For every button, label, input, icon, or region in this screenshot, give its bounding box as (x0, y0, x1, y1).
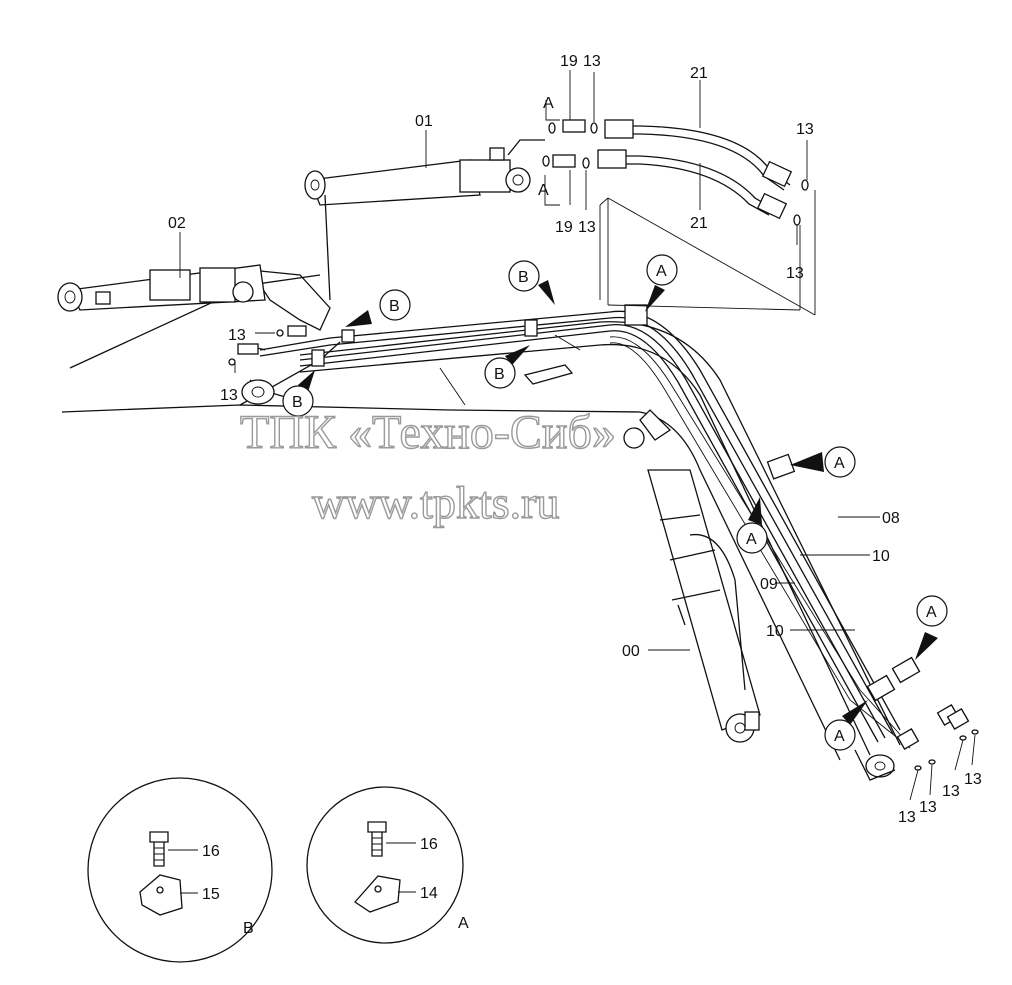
callout-b-2-text: B (518, 269, 529, 286)
callout-b-4-text: B (292, 394, 303, 411)
callout-a-4: A (915, 595, 948, 660)
label-01: 01 (415, 113, 433, 130)
clamp-b-2 (524, 319, 538, 337)
detail-b-label-16: 16 (202, 843, 220, 860)
oring-a-top (548, 122, 556, 134)
clamp-a-3 (891, 656, 921, 684)
arm-cylinder-00 (623, 409, 761, 743)
watermark-company: ТПК «Техно-Сиб» (240, 406, 616, 459)
fitting-left-1 (287, 325, 307, 337)
label-19-top: 19 (560, 53, 578, 70)
callout-a-3-text: A (746, 531, 757, 548)
label-13-bottom-4: 13 (964, 771, 982, 788)
label-09: 09 (760, 576, 778, 593)
callout-a-1-text: A (656, 263, 667, 280)
boom-body (61, 269, 901, 781)
label-08: 08 (882, 510, 900, 527)
detail-b-label-15: 15 (202, 886, 220, 903)
label-02: 02 (168, 215, 186, 232)
adapter-19-top (562, 119, 586, 133)
wedge-part (523, 364, 574, 385)
label-00: 00 (622, 643, 640, 660)
label-13-bottom-3: 13 (942, 783, 960, 800)
callout-a-1: A (645, 254, 678, 312)
fitting-bottom-3 (946, 708, 970, 730)
hoses-21 (542, 119, 816, 316)
label-13-bottom-1: 13 (898, 809, 916, 826)
clamp-a-4 (866, 674, 896, 702)
clamp-a-1 (624, 304, 648, 326)
callout-b-4: B (282, 370, 315, 417)
watermark-url: www.tpkts.ru (312, 477, 559, 528)
small-orings (228, 329, 979, 771)
callout-b-1: B (345, 289, 411, 327)
callout-a-3: A (736, 497, 768, 554)
detail-view-b: 16 15 B (87, 777, 273, 963)
clamp-b-3 (341, 329, 355, 343)
clamp-a-2 (766, 453, 796, 480)
label-13-right-1: 13 (796, 121, 814, 138)
cylinder-01 (304, 139, 545, 301)
boom-nose-pin (865, 754, 895, 778)
adapter-19-bottom (552, 154, 576, 168)
label-a-bottom: A (538, 182, 549, 199)
callout-b-3: B (484, 345, 530, 389)
part-labels: 01 02 21 21 19 13 19 13 A A 13 13 13 13 … (168, 53, 982, 826)
clamp-b-1 (311, 349, 325, 367)
label-13-left-1: 13 (228, 327, 246, 344)
label-13-top-1: 13 (583, 53, 601, 70)
detail-view-a: 16 14 A (306, 786, 469, 944)
callout-b-2: B (508, 260, 555, 305)
callout-a-2-text: A (834, 455, 845, 472)
boom-foot-pin (241, 379, 275, 405)
label-a-top: A (543, 95, 554, 112)
label-13-left-2: 13 (220, 387, 238, 404)
label-10-lower: 10 (766, 623, 784, 640)
oring-13-bot (582, 157, 590, 169)
leader-lines (179, 70, 976, 801)
detail-a-label-16: 16 (420, 836, 438, 853)
callout-b-1-text: B (389, 298, 400, 315)
callout-b-3-text: B (494, 366, 505, 383)
detail-a-title: A (458, 915, 469, 932)
oring-a-bot (542, 155, 550, 167)
oring-13-right-2 (793, 214, 801, 226)
cylinder-02 (57, 264, 266, 312)
fitting-bottom-1 (896, 728, 920, 750)
label-21-bottom: 21 (690, 215, 708, 232)
label-13-bottom-2: 13 (919, 799, 937, 816)
watermark: ТПК «Техно-Сиб» www.tpkts.ru (239, 405, 616, 528)
label-19-bottom: 19 (555, 219, 573, 236)
callout-a-5: A (824, 700, 868, 751)
fitting-left-2 (237, 343, 259, 355)
hose-bundle (237, 304, 970, 750)
oring-13-right-1 (801, 179, 809, 191)
detail-a-label-14: 14 (420, 885, 438, 902)
label-10-upper: 10 (872, 548, 890, 565)
callout-a-2: A (790, 446, 856, 478)
label-13-top-2: 13 (578, 219, 596, 236)
callout-a-5-text: A (834, 728, 845, 745)
detail-b-title: B (243, 920, 254, 937)
label-21-top: 21 (690, 65, 708, 82)
oring-13-top (590, 122, 598, 134)
label-13-right-2: 13 (786, 265, 804, 282)
callout-a-4-text: A (926, 604, 937, 621)
